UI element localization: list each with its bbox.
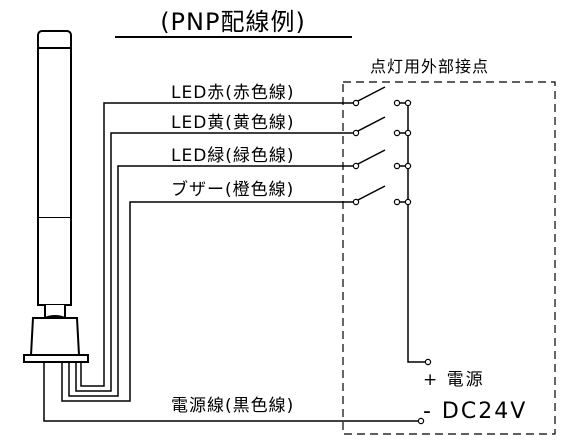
wire-label-led-yellow: LED黄(黄色線) [171, 113, 295, 133]
wire-label-power: 電源線(黒色線) [171, 396, 294, 416]
power-minus-label: - DC24V [423, 399, 527, 424]
diagram-title: (PNP配線例) [160, 8, 306, 36]
terminal-plus [424, 358, 432, 366]
signal-wires [43, 102, 418, 422]
external-contact-box [342, 81, 556, 435]
external-contact-label: 点灯用外部接点 [370, 57, 489, 76]
contact-terminals [352, 99, 432, 425]
contact-switches [346, 86, 425, 363]
wire-power-black [43, 362, 418, 422]
power-plus-label: + 電源 [423, 370, 485, 390]
wire-label-led-green: LED緑(緑色線) [171, 146, 295, 166]
terminal-minus [417, 417, 425, 425]
wire-label-led-red: LED赤(赤色線) [171, 83, 295, 103]
tower-mount-bracket [29, 317, 81, 356]
tower-base-plate [23, 354, 89, 363]
tower-body-lower [37, 218, 72, 306]
wire-label-buzzer: ブザー(橙色線) [171, 179, 294, 200]
wire-led-green [68, 165, 346, 397]
tower-body-upper [37, 47, 72, 219]
wire-led-red [80, 102, 346, 387]
wire-led-yellow [75, 132, 346, 392]
common-bus [407, 103, 425, 363]
signal-tower [23, 30, 89, 363]
tower-neck [44, 305, 66, 320]
wire-buzzer [61, 201, 346, 402]
